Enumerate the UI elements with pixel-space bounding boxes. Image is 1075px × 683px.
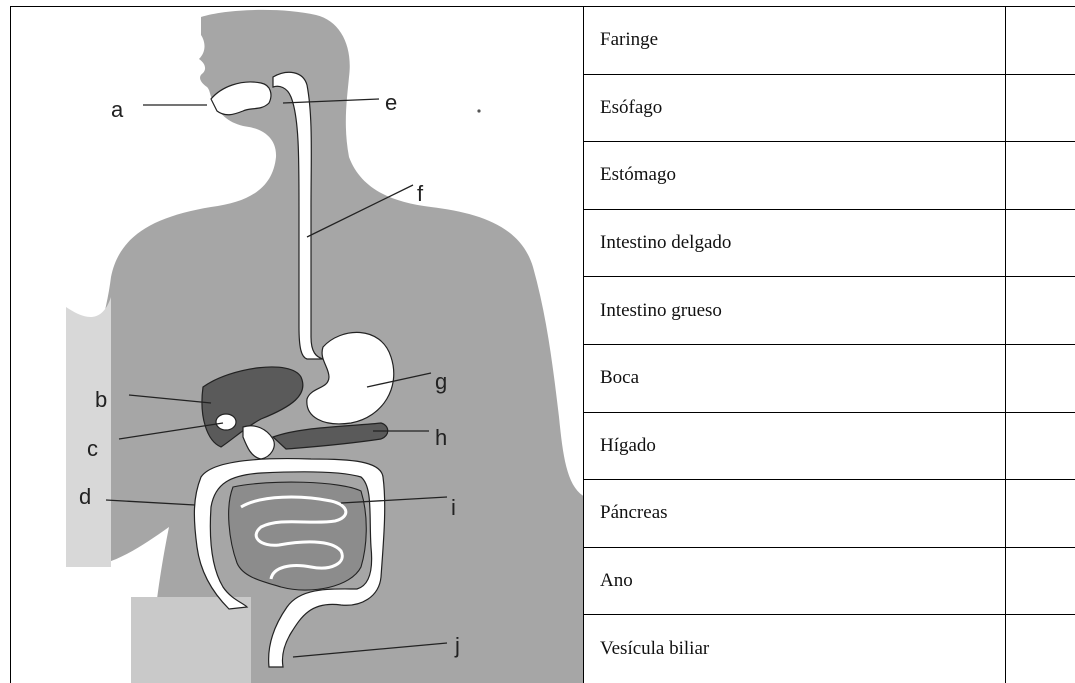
organ-name: Estómago [600, 142, 676, 209]
diagram-cell: a b c d e f g h i j [10, 6, 584, 683]
table-row: Páncreas [584, 480, 1075, 548]
label-c: c [87, 436, 98, 461]
label-b: b [95, 387, 107, 412]
table-row: Ano [584, 548, 1075, 616]
answer-cell[interactable] [1005, 345, 1075, 412]
table-row: Boca [584, 345, 1075, 413]
organ-name: Ano [600, 548, 633, 615]
table-row: Faringe [584, 7, 1075, 75]
organ-name: Intestino delgado [600, 210, 731, 277]
answer-cell[interactable] [1005, 142, 1075, 209]
table-row: Vesícula biliar [584, 615, 1075, 683]
label-i: i [451, 495, 456, 520]
organ-name: Páncreas [600, 480, 668, 547]
left-arm-shadow [66, 297, 111, 567]
answer-cell[interactable] [1005, 7, 1075, 74]
organ-name: Esófago [600, 75, 662, 142]
organ-name: Hígado [600, 413, 656, 480]
organ-name: Faringe [600, 7, 658, 74]
table-row: Estómago [584, 142, 1075, 210]
answer-cell[interactable] [1005, 277, 1075, 344]
digestive-system-diagram: a b c d e f g h i j [11, 7, 584, 683]
label-f: f [417, 181, 424, 206]
leg-shadow [131, 597, 251, 683]
answer-cell[interactable] [1005, 480, 1075, 547]
answer-cell[interactable] [1005, 75, 1075, 142]
label-j: j [454, 633, 460, 658]
table-row: Hígado [584, 413, 1075, 481]
stray-dot [477, 109, 480, 112]
answer-cell[interactable] [1005, 615, 1075, 683]
answer-cell[interactable] [1005, 548, 1075, 615]
gallbladder [216, 414, 236, 430]
table-row: Intestino delgado [584, 210, 1075, 278]
label-h: h [435, 425, 447, 450]
organ-name: Boca [600, 345, 639, 412]
table-row: Esófago [584, 75, 1075, 143]
label-e: e [385, 90, 397, 115]
organ-name: Intestino grueso [600, 277, 722, 344]
answer-cell[interactable] [1005, 210, 1075, 277]
label-d: d [79, 484, 91, 509]
organs-table: Faringe Esófago Estómago Intestino delga… [584, 6, 1075, 683]
answer-cell[interactable] [1005, 413, 1075, 480]
table-row: Intestino grueso [584, 277, 1075, 345]
organ-name: Vesícula biliar [600, 615, 709, 683]
label-g: g [435, 369, 447, 394]
label-a: a [111, 97, 124, 122]
